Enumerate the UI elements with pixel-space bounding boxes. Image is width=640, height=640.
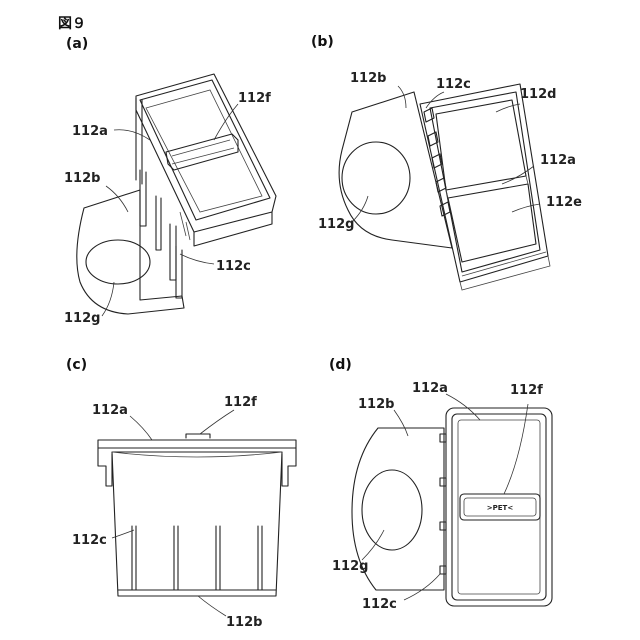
panel-b-label: (b) [311, 34, 334, 50]
label-112f-a: 112f [238, 91, 271, 106]
label-112e-b: 112e [546, 195, 582, 210]
compartment-112e-b [448, 184, 536, 262]
panel-c: (c) 112a 112f 112c 112b [66, 357, 296, 630]
label-112a-c: 112a [92, 403, 128, 418]
body-c [112, 452, 282, 596]
back-plate-a [77, 190, 184, 314]
label-112g-b: 112g [318, 217, 354, 232]
label-112c-b: 112c [436, 77, 471, 92]
label-112d-b: 112d [520, 87, 556, 102]
label-112b-a: 112b [64, 171, 100, 186]
label-112c-d: 112c [362, 597, 397, 612]
hole-d [362, 470, 422, 550]
label-112b-c: 112b [226, 615, 262, 630]
panel-a: (a) 112a 112f 112b 112c 112 [64, 36, 276, 326]
panel-b: (b) 112b 112c 112d 112a 112e [311, 34, 582, 290]
label-112b-d: 112b [358, 397, 394, 412]
figure-title: 図９ [58, 16, 86, 32]
compartment-112d-b [436, 100, 526, 190]
pet-marking: >PET< [487, 504, 514, 512]
tab-left-c [98, 448, 112, 486]
label-plate-a [166, 134, 238, 170]
ribs-a [140, 170, 182, 298]
label-112g-a: 112g [64, 311, 100, 326]
tab-right-c [282, 448, 296, 486]
ribs-c [132, 526, 262, 590]
label-112a-a: 112a [72, 124, 108, 139]
label-112b-b: 112b [350, 71, 386, 86]
panel-a-label: (a) [66, 36, 88, 52]
label-plate-c [186, 434, 210, 438]
hole-b [342, 142, 410, 214]
label-112a-b: 112a [540, 153, 576, 168]
rim-c [98, 440, 296, 448]
panel-d-label: (d) [329, 357, 352, 373]
label-112a-d: 112a [412, 381, 448, 396]
panel-c-label: (c) [66, 357, 87, 373]
ribs-d [440, 434, 446, 574]
label-112f-c: 112f [224, 395, 257, 410]
label-112g-d: 112g [332, 559, 368, 574]
label-112c-c: 112c [72, 533, 107, 548]
label-112f-d: 112f [510, 383, 543, 398]
panel-d: (d) >PET< 112a 112b 112f 112g 112c [329, 357, 552, 612]
label-112c-a: 112c [216, 259, 251, 274]
tray-rim-b [430, 92, 540, 272]
